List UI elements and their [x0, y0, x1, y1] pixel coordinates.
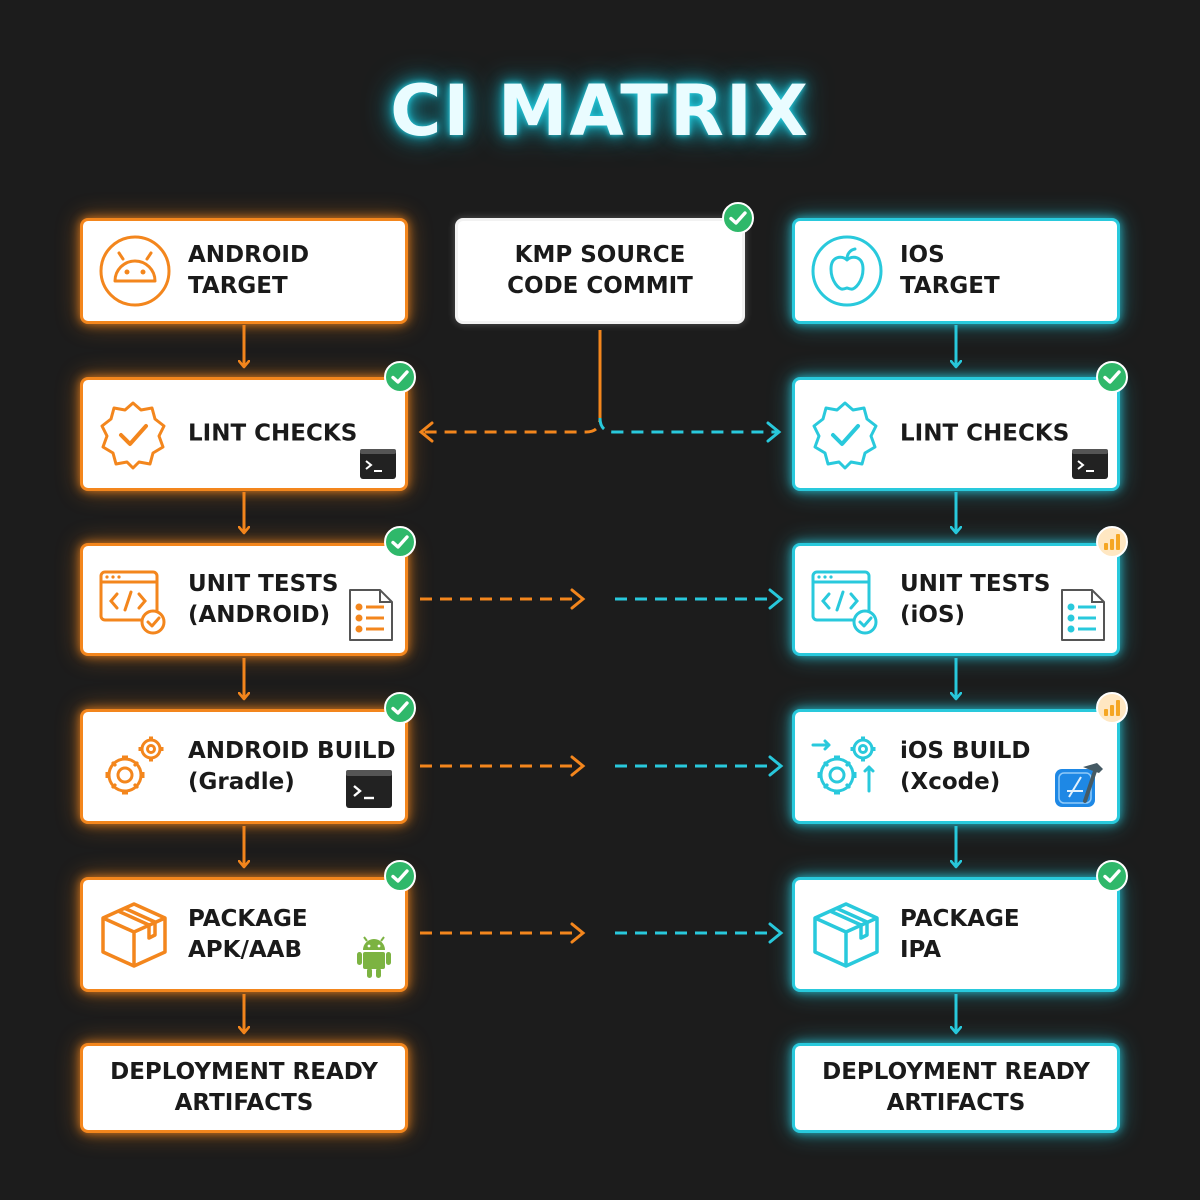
diagram-title: CI MATRIX — [390, 70, 810, 152]
android-build-status-badge — [383, 691, 417, 725]
ios-build-card[interactable]: iOS BUILD(Xcode) — [792, 709, 1120, 824]
check-circle-icon — [1096, 860, 1128, 892]
check-circle-icon — [722, 202, 754, 234]
xcode-icon — [1055, 763, 1103, 807]
android-lint-card[interactable]: LINT CHECKS — [80, 377, 408, 491]
ios-tests-status-badge — [1095, 525, 1129, 559]
android-tests-label: UNIT TESTS(ANDROID) — [188, 570, 339, 628]
check-circle-icon — [384, 692, 416, 724]
ios-package-status-badge — [1095, 859, 1129, 893]
check-circle-icon — [384, 361, 416, 393]
android-tests-card[interactable]: UNIT TESTS(ANDROID) — [80, 543, 408, 656]
android-tests-status-badge — [383, 525, 417, 559]
android-lint-label: LINT CHECKS — [188, 420, 358, 447]
ios-lint-card[interactable]: LINT CHECKS — [792, 377, 1120, 491]
package-box-icon — [813, 901, 879, 968]
source-to-ios-lint — [598, 417, 778, 434]
ios-lint-status-badge — [1095, 360, 1129, 394]
android-head-icon — [99, 235, 171, 307]
source-arrowhead-android — [418, 421, 434, 443]
code-window-check-icon — [811, 570, 878, 634]
terminal-icon — [1072, 449, 1108, 479]
ios-lint-label: LINT CHECKS — [900, 420, 1070, 447]
ios-tests-card[interactable]: UNIT TESTS(iOS) — [792, 543, 1120, 656]
checklist-document-icon — [1061, 589, 1105, 641]
android-robot-icon — [357, 936, 391, 978]
android-lint-status-badge — [383, 360, 417, 394]
terminal-icon — [360, 449, 396, 479]
badge-check-icon — [812, 401, 878, 470]
gears-icon — [105, 736, 164, 794]
apple-logo-icon — [811, 235, 883, 307]
gears-icon — [811, 736, 876, 794]
ios-build-label: iOS BUILD(Xcode) — [900, 737, 1031, 795]
badge-check-icon — [100, 401, 166, 470]
ios-tests-label: UNIT TESTS(iOS) — [900, 570, 1051, 628]
android-package-status-badge — [383, 859, 417, 893]
progress-bars-icon — [1096, 692, 1128, 724]
source-status-badge — [721, 201, 755, 235]
source-arrowhead-ios — [766, 421, 782, 443]
package-box-icon — [101, 901, 167, 968]
progress-bars-icon — [1096, 526, 1128, 558]
terminal-icon — [346, 770, 392, 808]
check-circle-icon — [384, 526, 416, 558]
check-circle-icon — [1096, 361, 1128, 393]
android-build-card[interactable]: ANDROID BUILD(Gradle) — [80, 709, 408, 824]
check-circle-icon — [384, 860, 416, 892]
code-window-check-icon — [99, 570, 166, 634]
checklist-document-icon — [349, 589, 393, 641]
ios-build-status-badge — [1095, 691, 1129, 725]
source-to-android-lint — [422, 330, 602, 434]
android-build-label: ANDROID BUILD(Gradle) — [188, 737, 396, 795]
